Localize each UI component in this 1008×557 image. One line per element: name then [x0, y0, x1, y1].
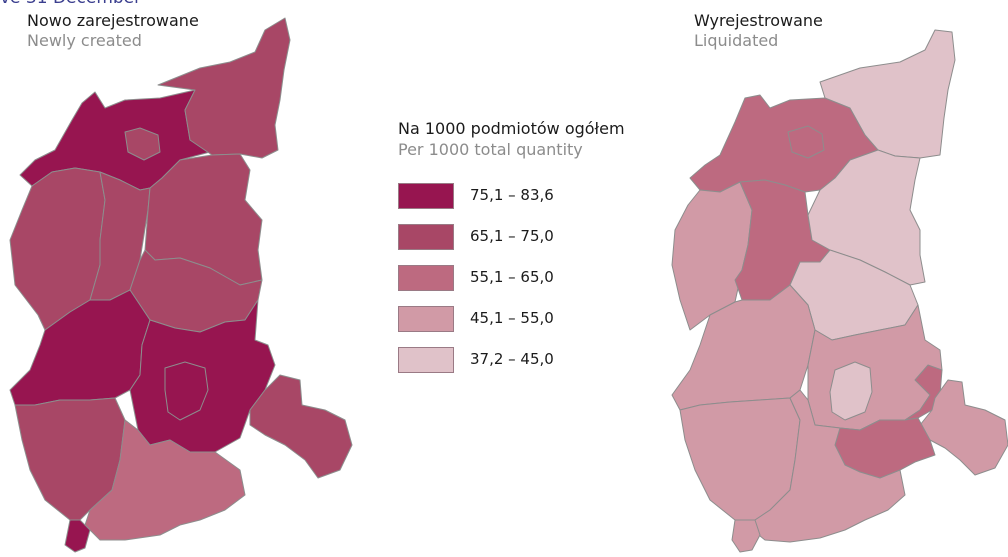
right-map-title-en: Liquidated [694, 31, 779, 50]
left-region-east-tip [249, 374, 353, 479]
right-region-south [749, 389, 906, 543]
right-region-southmost [731, 519, 761, 553]
legend-swatch-2 [398, 224, 454, 250]
left-map-title-en: Newly created [27, 31, 142, 50]
legend-label-5: 37,2 – 45,0 [470, 350, 554, 368]
legend-swatch-5 [398, 347, 454, 373]
right-region-city-north [787, 125, 825, 159]
legend-title: Na 1000 podmiotów ogółem Per 1000 total … [398, 118, 625, 160]
left-region-north-east [157, 17, 291, 159]
cut-off-title: ve 31 December [0, 0, 141, 8]
right-map [671, 29, 1008, 553]
right-region-north-east [819, 29, 956, 159]
legend-swatch-1 [398, 183, 454, 209]
right-region-center-east [807, 149, 926, 286]
left-map [9, 17, 353, 553]
legend-label-4: 45,1 – 55,0 [470, 309, 554, 327]
legend-title-en: Per 1000 total quantity [398, 140, 583, 159]
left-region-southmost [64, 519, 91, 553]
left-region-south [84, 419, 246, 541]
legend-swatch-3 [398, 265, 454, 291]
legend-swatch-4 [398, 306, 454, 332]
right-map-title-pl: Wyrejestrowane [694, 11, 823, 30]
left-map-title-pl: Nowo zarejestrowane [27, 11, 199, 30]
legend-label-3: 55,1 – 65,0 [470, 268, 554, 286]
right-map-title: Wyrejestrowane Liquidated [694, 11, 823, 51]
legend-label-1: 75,1 – 83,6 [470, 186, 554, 204]
right-region-south-inner-city [829, 361, 873, 421]
left-map-title: Nowo zarejestrowane Newly created [27, 11, 199, 51]
left-region-south-west-upper [9, 289, 151, 406]
legend-label-2: 65,1 – 75,0 [470, 227, 554, 245]
legend-title-pl: Na 1000 podmiotów ogółem [398, 119, 625, 138]
left-region-south-inner-city [164, 361, 209, 421]
left-region-city-north [124, 127, 161, 161]
